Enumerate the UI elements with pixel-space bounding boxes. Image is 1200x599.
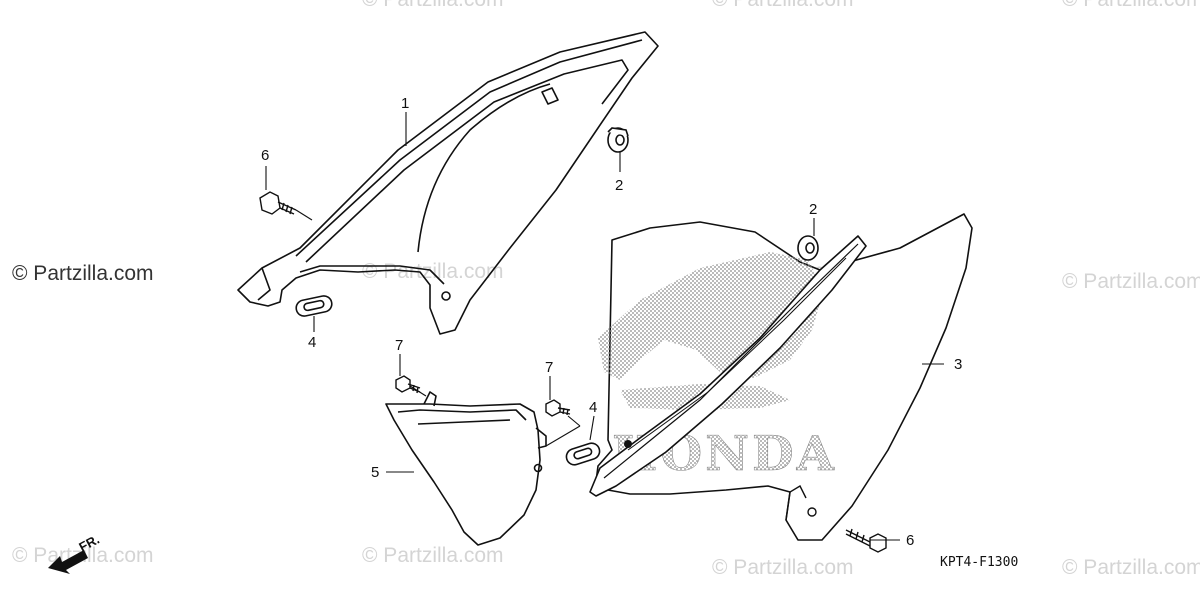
callout-2: 2 — [615, 177, 623, 194]
leader-lines — [265, 112, 944, 541]
callout-5: 5 — [371, 464, 379, 481]
callout-3: 3 — [954, 356, 962, 373]
part-4-cushion-left — [295, 295, 333, 317]
part-2-grommet-right — [797, 235, 819, 261]
callout-1: 1 — [401, 95, 409, 112]
callout-4: 4 — [308, 334, 316, 351]
part-3-side-cover-right: HONDA — [589, 213, 973, 541]
copyright-notice: © Partzilla.com — [12, 262, 154, 285]
part-7-screw-right — [545, 399, 571, 417]
part-4-cushion-right — [565, 442, 601, 466]
watermark: © Partzilla.com — [712, 0, 854, 12]
diagram-code: KPT4-F1300 — [940, 555, 1019, 570]
callout-6: 6 — [261, 147, 269, 164]
callout-7: 7 — [545, 359, 553, 376]
watermark: © Partzilla.com — [362, 0, 504, 12]
watermark: © Partzilla.com — [1062, 0, 1200, 12]
part-1-side-cover-left — [237, 31, 659, 335]
watermark: © Partzilla.com — [1062, 270, 1200, 293]
watermark: © Partzilla.com — [1062, 556, 1200, 579]
part-6-bolt-lower — [845, 528, 887, 553]
part-7-screw-left — [395, 375, 421, 394]
callout-6: 6 — [906, 532, 914, 549]
callout-2: 2 — [809, 201, 817, 218]
watermark: © Partzilla.com — [712, 556, 854, 579]
callout-4: 4 — [589, 399, 597, 416]
part-6-bolt-upper — [259, 191, 297, 215]
part-5-lower-cover — [385, 391, 547, 546]
watermark: © Partzilla.com — [362, 544, 504, 567]
front-direction-label: FR. — [76, 532, 102, 555]
front-direction-arrow-icon: FR. — [48, 532, 102, 574]
callout-7: 7 — [395, 337, 403, 354]
part-2-grommet-upper — [607, 127, 629, 153]
